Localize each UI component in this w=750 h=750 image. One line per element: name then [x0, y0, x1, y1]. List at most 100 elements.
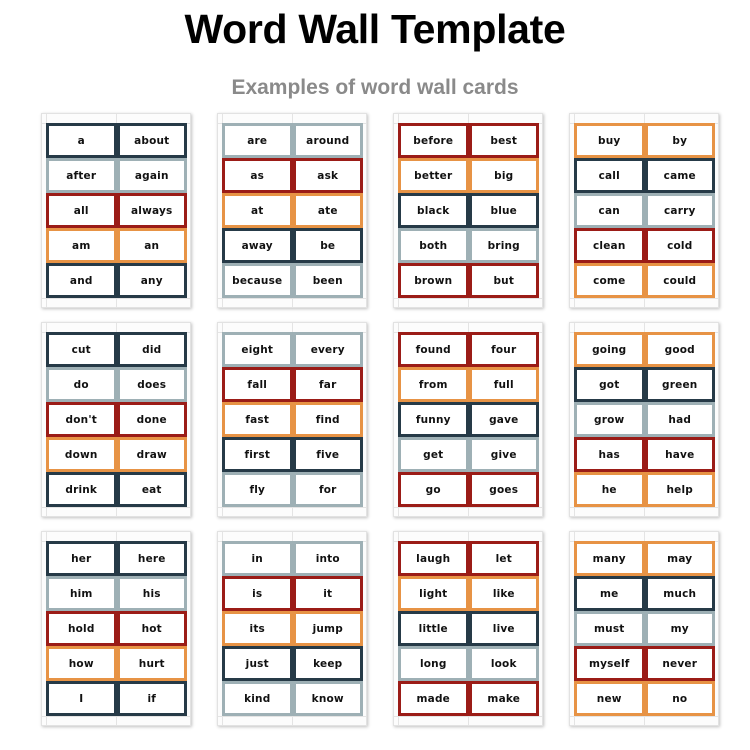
word-tile: know: [295, 684, 360, 713]
word-tile: little: [401, 614, 466, 643]
word-tile: here: [119, 544, 184, 573]
word-tile: come: [577, 266, 642, 295]
word-tile: around: [295, 126, 360, 155]
word-tile: hurt: [119, 649, 184, 678]
word-tile: are: [225, 126, 290, 155]
word-tile: has: [577, 440, 642, 469]
word-tile: I: [49, 684, 114, 713]
word-tile: first: [225, 440, 290, 469]
word-tile: carry: [647, 196, 712, 225]
word-tile: after: [49, 161, 114, 190]
word-tile: is: [225, 579, 290, 608]
word-tile: keep: [295, 649, 360, 678]
word-tile: buy: [577, 126, 642, 155]
word-tile: like: [471, 579, 536, 608]
page-subtitle: Examples of word wall cards: [231, 76, 519, 99]
word-tile: new: [577, 684, 642, 713]
word-tile: but: [471, 266, 536, 295]
word-tile: many: [577, 544, 642, 573]
word-tile: cut: [49, 335, 114, 364]
word-tile: just: [225, 649, 290, 678]
word-tile: get: [401, 440, 466, 469]
word-tile: full: [471, 370, 536, 399]
word-tile: fast: [225, 405, 290, 434]
word-tile: hot: [119, 614, 184, 643]
word-tile: by: [647, 126, 712, 155]
word-tile: all: [49, 196, 114, 225]
word-tile: black: [401, 196, 466, 225]
word-tile: and: [49, 266, 114, 295]
word-tile: funny: [401, 405, 466, 434]
word-tile: did: [119, 335, 184, 364]
word-tile: eight: [225, 335, 290, 364]
word-tile: an: [119, 231, 184, 260]
word-tile: does: [119, 370, 184, 399]
word-tile: his: [119, 579, 184, 608]
word-tile: it: [295, 579, 360, 608]
word-tile: into: [295, 544, 360, 573]
word-tile: no: [647, 684, 712, 713]
word-tile: me: [577, 579, 642, 608]
word-tile: found: [401, 335, 466, 364]
word-tile: four: [471, 335, 536, 364]
word-tile: away: [225, 231, 290, 260]
word-tile: her: [49, 544, 114, 573]
word-tile: five: [295, 440, 360, 469]
word-tile: brown: [401, 266, 466, 295]
word-tile: him: [49, 579, 114, 608]
word-tile: down: [49, 440, 114, 469]
word-tile: because: [225, 266, 290, 295]
word-tile: hold: [49, 614, 114, 643]
word-tile: ask: [295, 161, 360, 190]
word-tile: any: [119, 266, 184, 295]
word-tile: make: [471, 684, 536, 713]
word-tile: clean: [577, 231, 642, 260]
word-tile: fly: [225, 475, 290, 504]
word-tile: find: [295, 405, 360, 434]
word-tile: must: [577, 614, 642, 643]
